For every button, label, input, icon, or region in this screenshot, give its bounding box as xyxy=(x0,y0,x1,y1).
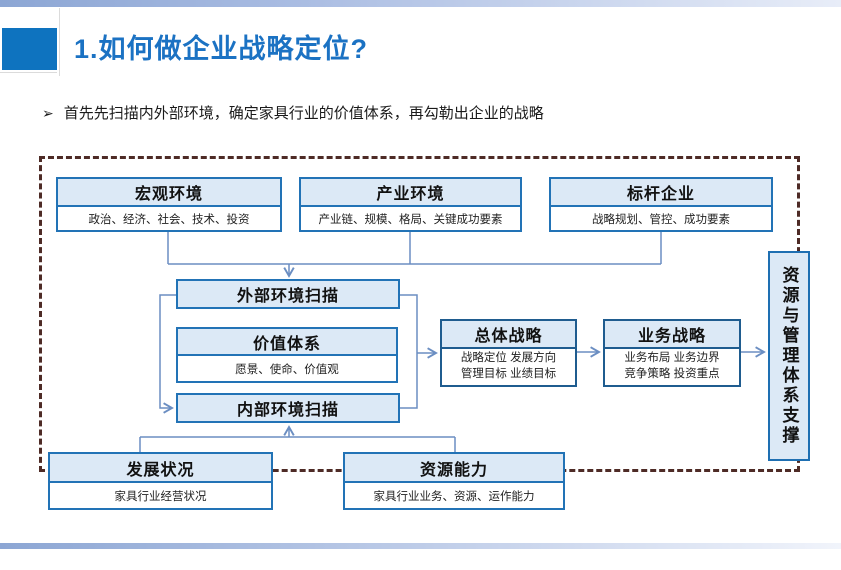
top-accent-bar xyxy=(0,0,841,7)
box-overall-strategy-body-line1: 战略定位 发展方向 xyxy=(460,352,557,365)
box-overall-strategy: 总体战略 战略定位 发展方向 管理目标 业绩目标 xyxy=(440,319,577,387)
page-title: 1.如何做企业战略定位? xyxy=(74,34,369,64)
box-benchmark-enterprise: 标杆企业 战略规划、管控、成功要素 xyxy=(549,177,773,232)
box-value-system: 价值体系 愿景、使命、价值观 xyxy=(176,327,398,383)
box-external-scan-title: 外部环境扫描 xyxy=(178,281,398,307)
box-development-status-title: 发展状况 xyxy=(50,454,271,481)
box-internal-scan-title: 内部环境扫描 xyxy=(178,395,398,421)
box-development-status: 发展状况 家具行业经营状况 xyxy=(48,452,273,510)
bullet-arrow-icon: ➢ xyxy=(42,105,54,121)
box-business-strategy-body-line2: 竞争策略 投资重点 xyxy=(624,368,720,380)
box-resource-management-support: 资源与管理体系支撑 xyxy=(768,251,810,461)
bullet-line: ➢ 首先先扫描内外部环境，确定家具行业的价值体系，再勾勒出企业的战略 xyxy=(42,102,544,123)
box-internal-scan: 内部环境扫描 xyxy=(176,393,400,423)
box-resource-capability-body: 家具行业业务、资源、运作能力 xyxy=(345,481,563,508)
header-vertical-divider xyxy=(59,8,60,76)
box-macro-environment: 宏观环境 政治、经济、社会、技术、投资 xyxy=(56,177,282,232)
box-macro-environment-body: 政治、经济、社会、技术、投资 xyxy=(58,205,280,230)
box-benchmark-enterprise-body: 战略规划、管控、成功要素 xyxy=(551,205,771,230)
box-business-strategy: 业务战略 业务布局 业务边界 竞争策略 投资重点 xyxy=(603,319,741,387)
header-horizontal-divider xyxy=(0,72,57,73)
bullet-text: 首先先扫描内外部环境，确定家具行业的价值体系，再勾勒出企业的战略 xyxy=(63,105,544,122)
box-development-status-body: 家具行业经营状况 xyxy=(50,481,271,508)
box-industry-environment-title: 产业环境 xyxy=(301,179,520,205)
title-accent-square xyxy=(2,28,57,70)
box-business-strategy-title: 业务战略 xyxy=(605,321,739,347)
box-benchmark-enterprise-title: 标杆企业 xyxy=(551,179,771,205)
box-industry-environment: 产业环境 产业链、规模、格局、关键成功要素 xyxy=(299,177,522,232)
box-external-scan: 外部环境扫描 xyxy=(176,279,400,309)
bottom-accent-bar xyxy=(0,543,841,549)
box-macro-environment-title: 宏观环境 xyxy=(58,179,280,205)
box-industry-environment-body: 产业链、规模、格局、关键成功要素 xyxy=(301,205,520,230)
box-overall-strategy-body-line2: 管理目标 业绩目标 xyxy=(460,368,557,380)
box-value-system-body: 愿景、使命、价值观 xyxy=(178,354,396,381)
box-value-system-title: 价值体系 xyxy=(178,329,396,354)
box-business-strategy-body-line1: 业务布局 业务边界 xyxy=(624,352,720,365)
box-resource-capability-title: 资源能力 xyxy=(345,454,563,481)
box-resource-capability: 资源能力 家具行业业务、资源、运作能力 xyxy=(343,452,565,510)
box-overall-strategy-title: 总体战略 xyxy=(442,321,575,347)
box-resource-management-support-title: 资源与管理体系支撑 xyxy=(779,266,799,446)
